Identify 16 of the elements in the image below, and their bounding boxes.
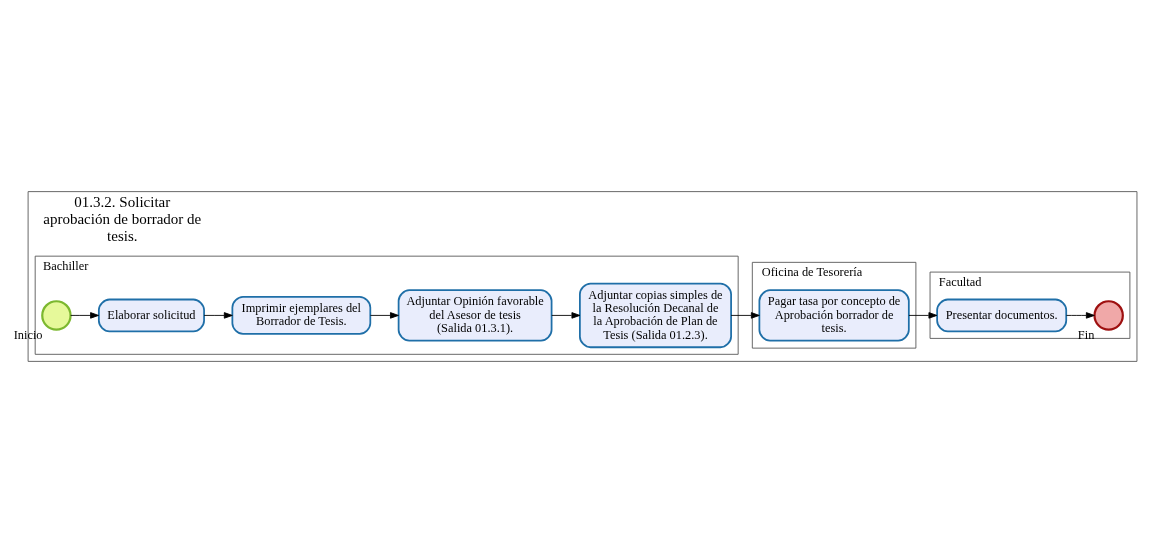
arrow: [730, 312, 760, 319]
node-box: Pagar tasa por concepto de Aprobación borrador de tesis.: [758, 289, 910, 342]
arrow: [70, 312, 99, 319]
node-circle: [41, 300, 72, 331]
node-label: Inicio: [13, 328, 43, 343]
arrow: [370, 312, 399, 319]
arrow: [908, 312, 938, 319]
node-circle: [1093, 300, 1124, 331]
node-box: Elaborar solicitud: [97, 298, 205, 333]
node-box: Adjuntar copias simples de la Resolución Decanal de la Aprobación de Plan de Tesis (Salida 01.2.3).: [579, 282, 732, 349]
node-box: Imprimir ejemplares del Borrador de Tesis.: [231, 295, 372, 335]
node-box: Adjuntar Opinión favorable del Asesor de tesis (Salida 01.3.1).: [397, 289, 553, 342]
arrow: [203, 312, 233, 319]
arrow: [551, 312, 581, 319]
arrow: [1066, 312, 1095, 319]
node-box: Presentar documentos.: [936, 298, 1068, 333]
